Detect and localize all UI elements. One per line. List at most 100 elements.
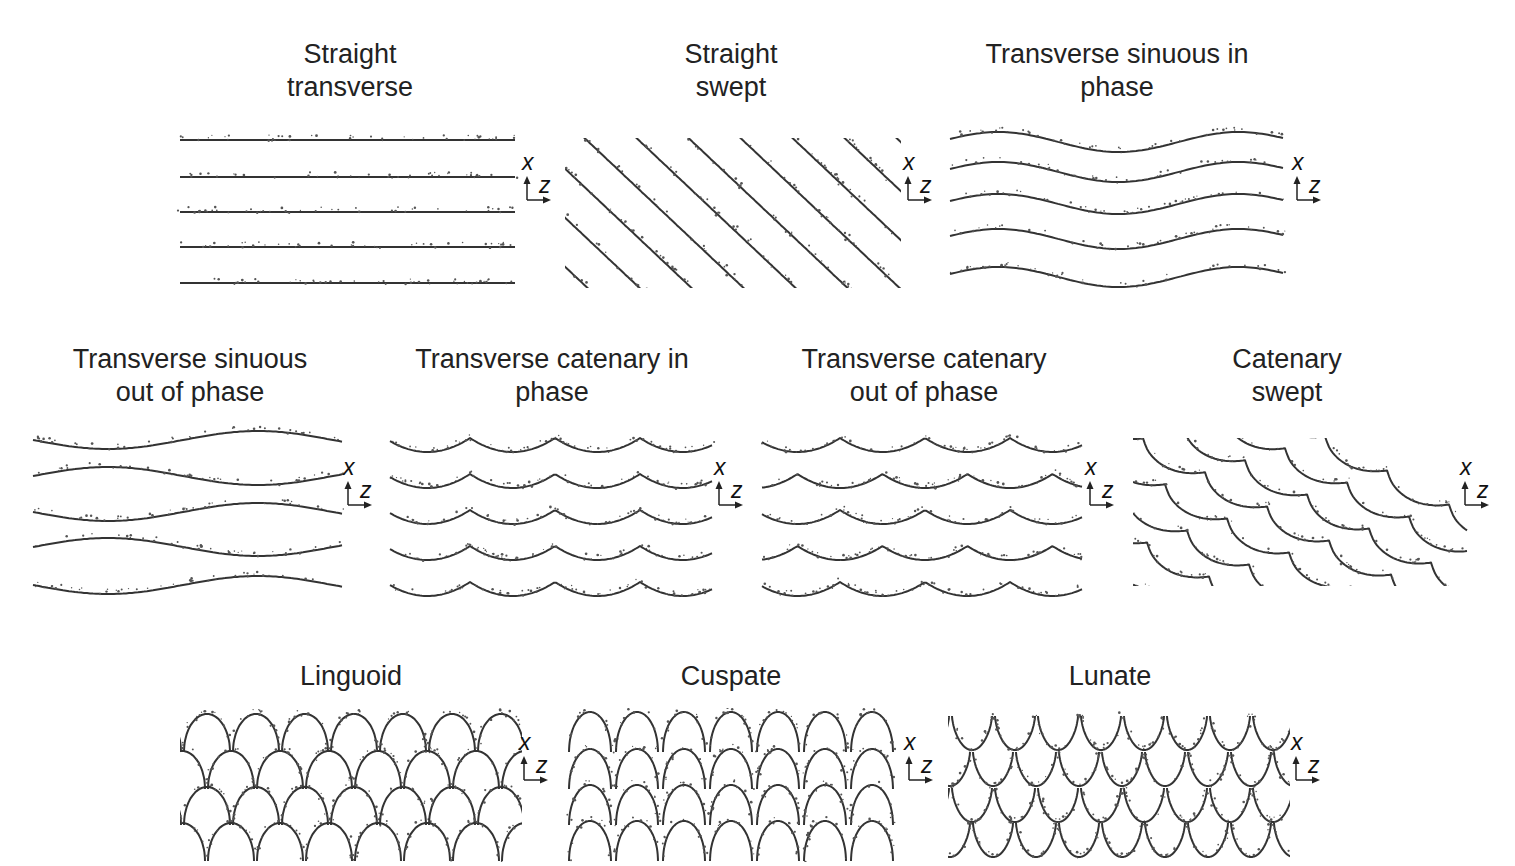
sediment-dot [1421,534,1423,536]
sediment-dot [446,138,448,140]
sediment-dot [1186,232,1187,233]
sediment-dot [345,717,347,719]
catenary-in-phase-pattern [390,434,715,596]
sediment-dot [1327,584,1329,586]
sediment-dot [1070,480,1072,482]
sediment-dot [1435,505,1436,506]
sediment-dot [199,508,201,510]
sediment-dot [820,215,822,217]
sediment-dot [234,750,236,752]
sediment-dot [477,175,479,177]
sediment-dot [880,266,882,268]
sediment-dot [712,162,714,164]
sediment-dot [1234,129,1236,131]
sediment-dot [558,439,560,441]
sediment-dot [870,478,871,479]
sediment-dot [1356,569,1358,571]
sediment-dot [789,449,791,451]
sediment-dot [516,519,519,522]
sediment-dot [193,211,196,214]
sediment-dot [1056,169,1058,171]
sediment-dot [969,593,971,595]
sediment-dot [737,184,739,186]
sediment-dot [787,549,789,551]
sediment-dot [816,484,818,486]
sediment-dot [405,554,407,556]
sediment-dot [1047,519,1048,520]
sediment-dot [204,209,207,212]
catenary-swept-pattern [1133,438,1468,586]
sediment-dot [1034,518,1035,519]
sediment-dot [952,164,954,166]
sediment-dot [462,715,464,717]
sediment-dot [1053,140,1055,142]
sediment-dot [1370,470,1372,472]
sediment-dot [181,747,184,750]
sediment-dot [948,556,950,558]
sediment-dot [445,767,447,769]
sinuous-out-of-phase-pattern [33,426,344,595]
sediment-dot [528,481,531,484]
sediment-dot [415,558,417,560]
sediment-dot [963,447,966,450]
sediment-dot [208,137,209,138]
sediment-dot [848,583,849,584]
sediment-dot [884,227,886,229]
sediment-dot [1382,570,1384,572]
sediment-dot [1036,135,1037,136]
sediment-dot [645,586,648,589]
sediment-dot [769,514,771,516]
sediment-dot [817,556,820,559]
sediment-dot [899,477,900,478]
sediment-dot [978,227,979,228]
sediment-dot [647,545,650,548]
sediment-dot [147,466,149,468]
sediment-dot [1262,584,1264,586]
sediment-dot [650,147,652,149]
sediment-dot [921,506,923,508]
sediment-dot [1207,554,1209,556]
sediment-dot [1321,536,1323,538]
sediment-dot [1157,241,1159,243]
sediment-dot [954,546,956,548]
sediment-dot [270,479,272,481]
sediment-dot [581,279,583,281]
sediment-dot [485,243,487,245]
sediment-dot [107,589,108,590]
sediment-dot [153,517,155,519]
sediment-dot [1221,459,1224,462]
sediment-dot [994,485,996,487]
sediment-dot [866,158,868,160]
sediment-dot [965,593,968,596]
sediment-dot [465,507,467,509]
sediment-dot [488,210,490,212]
sediment-dot [1194,471,1197,474]
sediment-dot [630,277,632,279]
sediment-dot [1114,248,1117,251]
sediment-dot [1055,595,1057,597]
sediment-dot [1156,555,1159,558]
sediment-dot [435,247,437,249]
sediment-dot [1361,527,1363,529]
sediment-dot [588,482,590,484]
sediment-dot [1000,264,1003,267]
crest-line [680,138,855,288]
sediment-dot [1120,152,1121,153]
sediment-dot [289,282,290,283]
sediment-dot [604,487,606,489]
sediment-dot [1134,538,1136,540]
sediment-dot [969,130,971,132]
sediment-dot [237,748,239,750]
sediment-dot [1212,129,1215,132]
sediment-dot [252,245,255,248]
sediment-dot [359,711,361,713]
sediment-dot [228,551,230,553]
sediment-dot [863,522,864,523]
sediment-dot [621,170,623,172]
sediment-dot [564,588,565,589]
sediment-dot [543,549,544,550]
sediment-dot [808,244,810,246]
sediment-dot [997,481,1000,484]
sediment-dot [514,135,515,136]
sediment-dot [981,131,984,134]
